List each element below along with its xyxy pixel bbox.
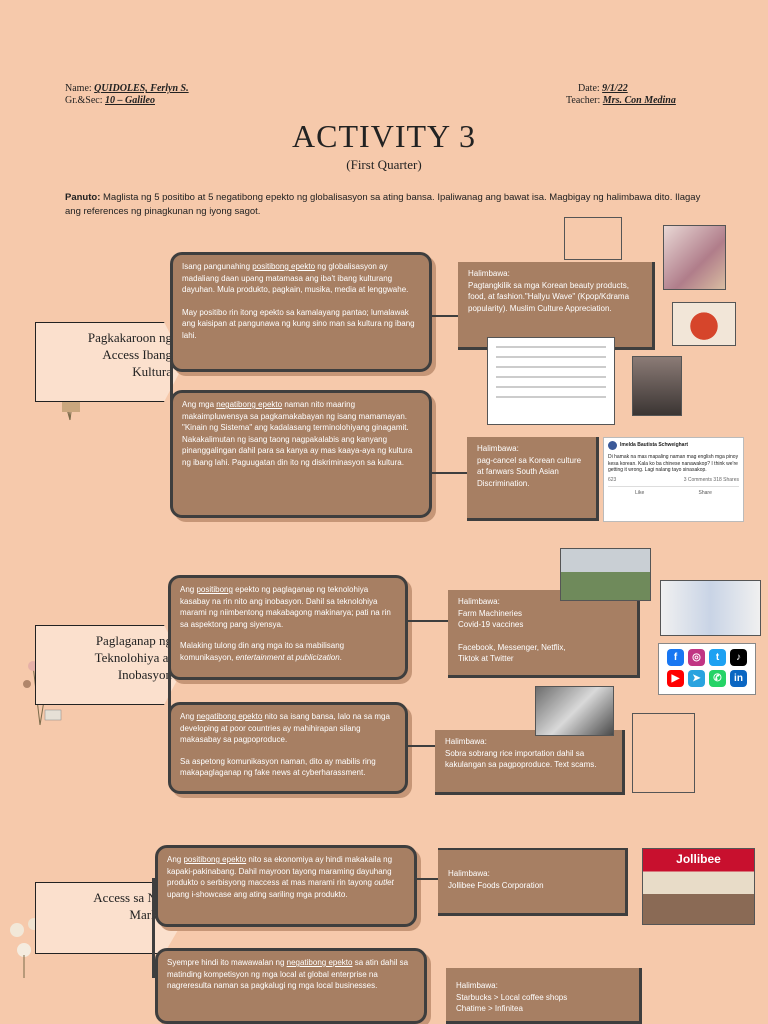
positive-effect-box: Ang positibong epekto ng paglaganap ng t… xyxy=(168,575,408,680)
positive-effect-box: Ang positibong epekto nito sa ekonomiya … xyxy=(155,845,417,927)
teacher-name: Mrs. Con Medina xyxy=(602,95,676,106)
youtube-icon: ▶ xyxy=(667,670,684,687)
tiktok-icon: ♪ xyxy=(730,649,747,666)
negative-example-box: Halimbawa: Sobra sobrang rice importatio… xyxy=(435,730,625,795)
teacher-line: Teacher: Mrs. Con Medina xyxy=(566,95,676,106)
instructions: Panuto: Maglista ng 5 positibo at 5 nega… xyxy=(65,192,701,217)
name-line: Name: QUIDOLES, Ferlyn S. xyxy=(65,83,189,94)
student-name: QUIDOLES, Ferlyn S. xyxy=(94,83,189,94)
grade-section: 10 – Galileo xyxy=(105,95,155,106)
korean-food-image xyxy=(672,302,736,346)
twitter-icon: t xyxy=(709,649,726,666)
share-button[interactable]: Share xyxy=(698,490,712,496)
page-title: ACTIVITY 3 xyxy=(292,118,476,154)
negative-example-box: Halimbawa: Starbucks > Local coffee shop… xyxy=(446,968,642,1024)
page-subtitle: (First Quarter) xyxy=(346,157,422,172)
negative-effect-box: Syempre hindi ito mawawalan ng negatibon… xyxy=(155,948,427,1024)
connector xyxy=(417,878,439,880)
positive-example-box: Halimbawa: Jollibee Foods Corporation xyxy=(438,848,628,916)
image-placeholder xyxy=(632,713,695,793)
farm-machinery-image xyxy=(560,548,651,601)
positive-effect-box: Isang pangunahing positibong epekto ng g… xyxy=(170,252,432,372)
like-button[interactable]: Like xyxy=(635,490,645,496)
instagram-icon: ◎ xyxy=(688,649,705,666)
image-placeholder xyxy=(564,217,622,260)
facebook-post-screenshot: Imelda Bautista Schweighart Di hamak na … xyxy=(603,437,744,522)
jollibee-store-image: Jollibee xyxy=(642,848,755,925)
avatar xyxy=(608,441,617,450)
connector xyxy=(432,315,460,317)
telegram-icon: ➤ xyxy=(688,670,705,687)
positive-text: Isang pangunahing positibong epekto ng g… xyxy=(182,262,409,294)
linkedin-icon: in xyxy=(730,670,747,687)
positive-example-box: Halimbawa: Pagtangkilik sa mga Korean be… xyxy=(458,262,655,350)
negative-effect-box: Ang mga negatibong epekto naman nito maa… xyxy=(170,390,432,518)
section-line: Gr.&Sec: 10 – Galileo xyxy=(65,95,155,106)
connector xyxy=(408,745,436,747)
covid-vaccines-image xyxy=(660,580,761,636)
connector xyxy=(170,318,173,422)
hijab-women-image xyxy=(632,356,682,416)
date-value: 9/1/22 xyxy=(602,83,628,94)
jollibee-sign: Jollibee xyxy=(676,852,721,866)
facebook-icon: f xyxy=(667,649,684,666)
whatsapp-icon: ✆ xyxy=(709,670,726,687)
date-line: Date: 9/1/22 xyxy=(578,83,628,94)
connector xyxy=(408,620,448,622)
negative-example-box: Halimbawa: pag-cancel sa Korean culture … xyxy=(467,437,599,521)
tweet-screenshots-image xyxy=(487,337,615,425)
topic-tag-technology: Paglaganap ng Teknolohiya at Inobasyon xyxy=(35,625,185,705)
topic-tag-culture: Pagkakaroon ng Access Ibang Kultura xyxy=(35,322,185,402)
positive-text-2: May positibo rin itong epekto sa kamalay… xyxy=(182,307,415,340)
text-scam-phone-image xyxy=(535,686,614,736)
korean-beauty-products-image xyxy=(663,225,726,290)
negative-effect-box: Ang negatibong epekto nito sa isang bans… xyxy=(168,702,408,794)
connector xyxy=(432,472,468,474)
social-media-icons: f◎t♪ ▶➤✆in xyxy=(658,643,756,695)
connector xyxy=(152,878,155,978)
positive-example-box: Halimbawa: Farm Machineries Covid-19 vac… xyxy=(448,590,640,678)
